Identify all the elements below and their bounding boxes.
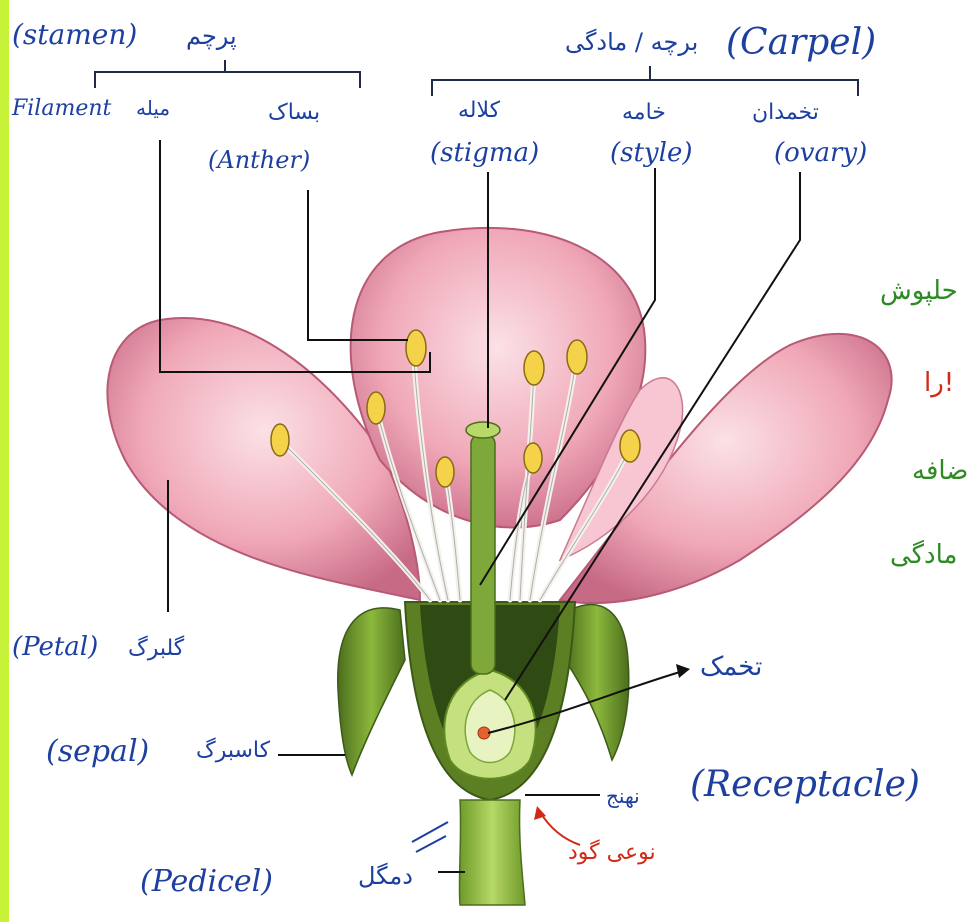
style-label-en: (style) [610, 138, 692, 168]
stamen-bracket [95, 60, 360, 88]
sepal-left [338, 608, 405, 775]
ovule-label-fa: تخمک [700, 652, 762, 682]
carpel-label-en: (Carpel) [726, 22, 876, 63]
anther-label-en: (Anther) [208, 146, 310, 174]
stigma-label-fa: کلاله [458, 98, 500, 123]
sepal-right [565, 604, 629, 760]
carpel-bracket [432, 66, 858, 96]
style-column [471, 434, 495, 674]
pedicel-stalk [459, 800, 525, 905]
ovary-label-en: (ovary) [774, 138, 867, 168]
stamen-label-en: (stamen) [12, 18, 137, 51]
filament-label-en: Filament [12, 96, 111, 121]
margin-note-4: مادگی [890, 540, 957, 570]
ovary-label-fa: تخمدان [752, 100, 819, 125]
sepal-label-fa: کاسبرگ [196, 738, 270, 763]
margin-note-1: حلپوش [880, 276, 958, 306]
anther-label-fa: بساک [268, 100, 320, 125]
stigma-tip [466, 422, 500, 438]
petal-label-fa: گلبرگ [128, 636, 184, 661]
receptacle-label-fa: نهنج [606, 784, 640, 808]
stigma-label-en: (stigma) [430, 138, 539, 168]
pedicel-label-fa: دمگل [358, 862, 413, 890]
sepal-label-en: (sepal) [46, 734, 149, 769]
style-label-fa: خامه [622, 100, 666, 125]
receptacle-note: نوعی گود [568, 840, 656, 865]
margin-note-2: را! [924, 368, 954, 398]
filament-label-fa: میله [136, 96, 170, 120]
receptacle-label-en: (Receptacle) [690, 764, 920, 805]
carpel-label-fa: برچه / مادگی [565, 28, 698, 56]
margin-note-3: اضافه [912, 456, 968, 486]
petal-label-en: (Petal) [12, 632, 98, 662]
pedicel-label-en: (Pedicel) [140, 864, 273, 899]
stamen-label-fa: پرچم [186, 22, 237, 50]
